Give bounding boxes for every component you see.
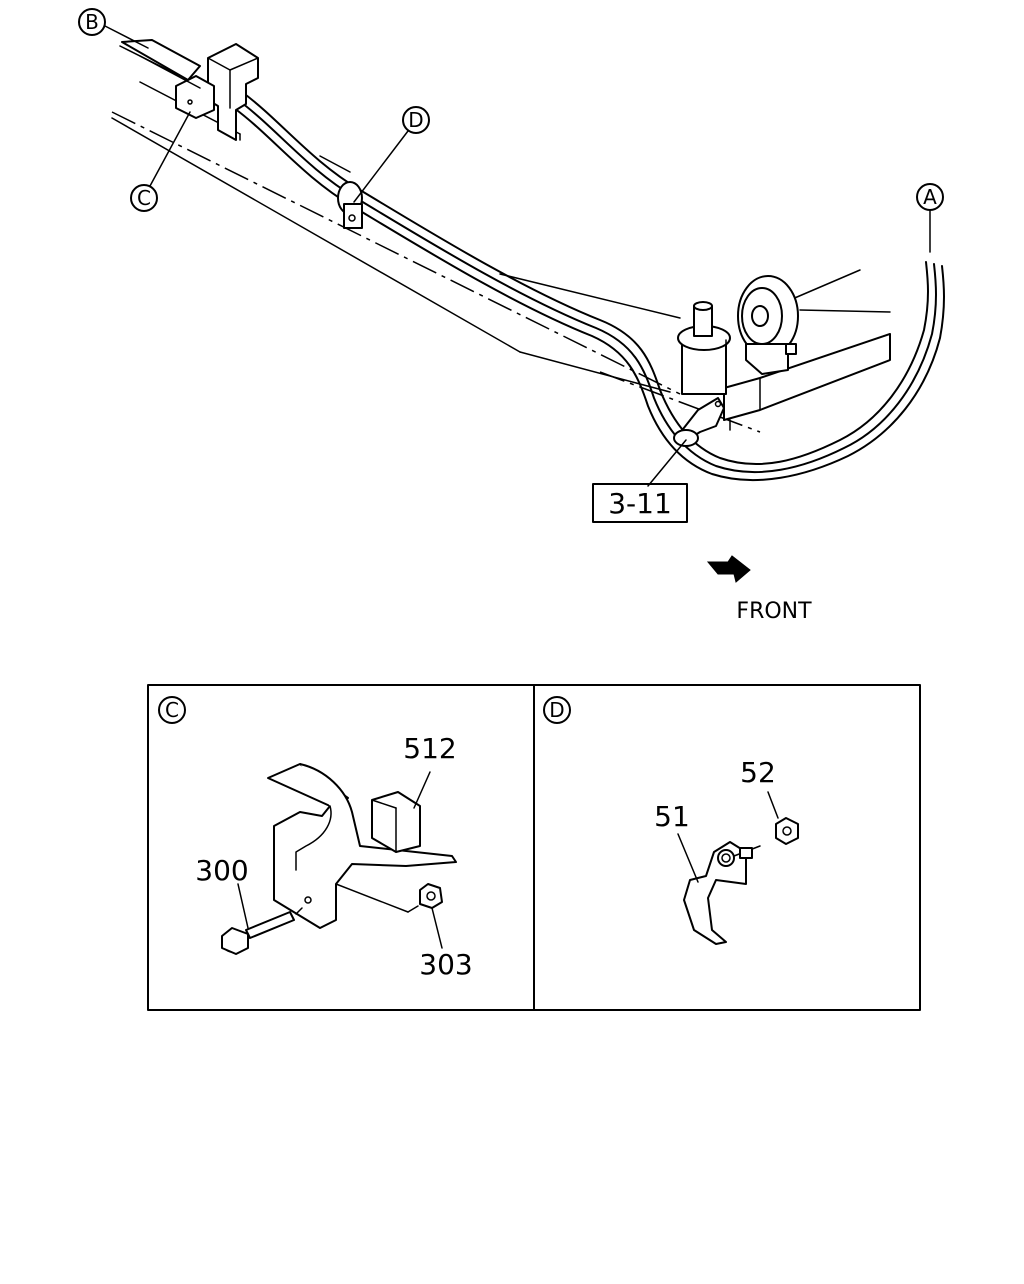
part-303-label: 303 — [419, 948, 472, 981]
nut-52 — [775, 817, 799, 845]
main-assembly-view: B C D A 3-11 FRONT — [78, 8, 945, 624]
callout-a-label: A — [923, 185, 937, 209]
mounting-block — [723, 269, 891, 431]
callout-b: B — [78, 8, 149, 49]
nut-303 — [419, 883, 443, 909]
front-arrow-icon — [706, 555, 751, 583]
detail-panels: C 512 300 — [147, 684, 921, 1011]
solenoid-valve — [677, 301, 731, 395]
upper-left-bracket — [119, 39, 259, 141]
detail-d-label: D — [549, 698, 564, 722]
bolt-300 — [221, 907, 303, 955]
part-300-label: 300 — [195, 854, 248, 887]
callout-d: D — [353, 106, 430, 203]
bracket-512 — [267, 763, 457, 929]
pipe-clamp-3-11 — [673, 397, 725, 447]
callout-c-label: C — [137, 186, 151, 210]
detail-d: D 51 52 — [543, 696, 799, 945]
horn-pulley — [737, 275, 799, 375]
part-512-label: 512 — [403, 732, 456, 765]
reference-box: 3-11 — [592, 439, 688, 523]
detail-c: C 512 300 — [158, 696, 473, 981]
part-52-label: 52 — [740, 756, 776, 789]
callout-d-label: D — [408, 108, 423, 132]
part-51-label: 51 — [654, 800, 690, 833]
frame-rail — [111, 81, 761, 433]
pipe-bundle — [233, 91, 945, 482]
reference-label: 3-11 — [608, 487, 672, 520]
front-label: FRONT — [736, 599, 812, 624]
front-indicator: FRONT — [706, 555, 812, 624]
callout-b-label: B — [85, 10, 99, 34]
pipe-clip-d — [337, 181, 363, 229]
clip-51 — [683, 841, 761, 945]
callout-a: A — [916, 183, 944, 253]
detail-c-label: C — [165, 698, 179, 722]
callout-c: C — [130, 111, 191, 212]
